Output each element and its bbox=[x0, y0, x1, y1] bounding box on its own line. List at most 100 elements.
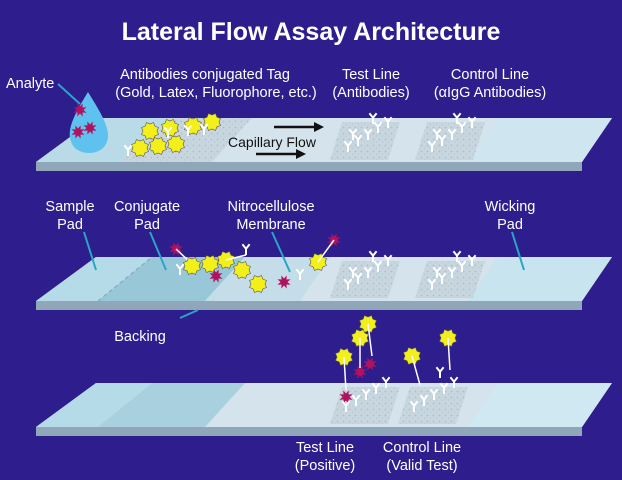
antibody-icon bbox=[363, 128, 373, 140]
strip-1 bbox=[36, 118, 612, 171]
test-line-label-line1: Test Line bbox=[342, 67, 400, 83]
strip-2-test-line bbox=[330, 261, 400, 298]
strip-3-edge bbox=[36, 427, 582, 436]
antibody-icon bbox=[241, 243, 251, 255]
analyte-label: Analyte bbox=[6, 76, 54, 92]
analyte-icon bbox=[353, 365, 367, 379]
antibody-icon bbox=[371, 382, 381, 394]
antibody-icon bbox=[353, 272, 363, 284]
conjugate-pad-label-line1: Conjugate bbox=[114, 199, 180, 215]
gold-tag-icon bbox=[233, 261, 251, 279]
control-line-label-line2: (αIgG Antibodies) bbox=[434, 85, 546, 101]
strip-2-edge bbox=[36, 301, 582, 310]
control-line-label-line1: Control Line bbox=[451, 67, 529, 83]
antibody-icon bbox=[363, 266, 373, 278]
analyte-icon bbox=[339, 390, 353, 404]
antibody-icon bbox=[163, 126, 173, 138]
pointer-lines bbox=[57, 83, 525, 319]
strip-1-edge bbox=[36, 162, 582, 171]
antibody-icon bbox=[381, 376, 391, 388]
antibody-icon bbox=[343, 140, 353, 152]
membrane-pointer bbox=[271, 231, 291, 273]
antibody-icon bbox=[452, 112, 462, 124]
antibody-icon bbox=[409, 400, 419, 412]
antibody-icon bbox=[429, 388, 439, 400]
antibody-icon bbox=[427, 278, 437, 290]
analyte-icon bbox=[71, 125, 85, 139]
gold-tag-icon bbox=[183, 257, 201, 275]
wicking-pad-label-line2: Pad bbox=[497, 217, 523, 233]
analyte-icon bbox=[209, 269, 223, 283]
antibody-icon bbox=[373, 121, 383, 133]
strip-1-wicking-pad bbox=[468, 118, 612, 162]
backing-pointer bbox=[179, 309, 199, 319]
antibody-icon bbox=[175, 263, 185, 275]
strip-3-wicking-pad bbox=[468, 383, 612, 427]
strip-1-test-line bbox=[330, 122, 400, 160]
antibody-icon bbox=[183, 124, 193, 136]
gold-tag-icon bbox=[249, 275, 267, 293]
strip-2-divider bbox=[97, 256, 153, 302]
molecule-marks bbox=[71, 103, 477, 412]
positive-label-line2: (Positive) bbox=[295, 458, 355, 474]
strip-2-sample-pad bbox=[36, 257, 152, 301]
antibody-icon bbox=[341, 400, 351, 412]
wicking-pad-pointer bbox=[511, 231, 525, 271]
sample-pad-label-line1: Sample bbox=[45, 199, 94, 215]
antibody-icon bbox=[295, 268, 305, 280]
backing-label: Backing bbox=[114, 329, 166, 345]
antibody-icon bbox=[457, 121, 467, 133]
test-line-label-line2: (Antibodies) bbox=[332, 85, 409, 101]
analyte-icon bbox=[277, 275, 291, 289]
conjugate-link bbox=[225, 254, 247, 261]
flow-arrow-upper-head bbox=[314, 122, 324, 132]
strip-3-conjugate-pad bbox=[98, 383, 245, 427]
antibody-icon bbox=[437, 134, 447, 146]
valid-label-line1: Control Line bbox=[383, 440, 461, 456]
analyte-icon bbox=[73, 103, 87, 117]
capillary-flow-arrows bbox=[256, 122, 324, 159]
strip-1-control-line bbox=[415, 122, 485, 160]
antibody-icon bbox=[353, 134, 363, 146]
antibody-icon bbox=[449, 376, 459, 388]
antibody-icon bbox=[467, 254, 477, 266]
membrane-label-line1: Nitrocellulose bbox=[227, 199, 314, 215]
analyte-icon bbox=[363, 357, 377, 371]
antibody-icon bbox=[432, 266, 442, 278]
antibody-icon bbox=[199, 123, 209, 135]
antibody-icon bbox=[348, 128, 358, 140]
wicking-pad-label-line1: Wicking bbox=[485, 199, 536, 215]
antibody-icon bbox=[368, 250, 378, 262]
conjugate-pad-pointer bbox=[149, 231, 167, 271]
antibody-icon bbox=[361, 388, 371, 400]
gold-tag-icon bbox=[131, 139, 149, 157]
strip-3 bbox=[36, 383, 612, 436]
analyte-icon bbox=[83, 121, 97, 135]
sample-pad-label-line2: Pad bbox=[57, 217, 83, 233]
antibody-icon bbox=[447, 128, 457, 140]
conjugate-pad-label-line2: Pad bbox=[134, 217, 160, 233]
antibody-icon bbox=[439, 382, 449, 394]
antibody-icon bbox=[348, 266, 358, 278]
gold-tag-icon bbox=[149, 137, 167, 155]
valid-label-line2: (Valid Test) bbox=[386, 458, 457, 474]
conjugate-link bbox=[343, 356, 347, 391]
gold-tag-icon bbox=[141, 122, 159, 140]
tag-label-line2: (Gold, Latex, Fluorophore, etc.) bbox=[115, 85, 317, 101]
strip-3-control-line bbox=[398, 387, 468, 424]
capillary-flow-label: Capillary Flow bbox=[228, 134, 317, 150]
antibody-icon bbox=[343, 278, 353, 290]
antibody-icon bbox=[373, 260, 383, 272]
positive-label-line1: Test Line bbox=[296, 440, 354, 456]
antibody-icon bbox=[427, 140, 437, 152]
sample-pad-pointer bbox=[83, 231, 97, 271]
antibody-icon bbox=[383, 254, 393, 266]
strip-2-control-line bbox=[415, 261, 485, 298]
antibody-icon bbox=[452, 250, 462, 262]
gold-tag-icon bbox=[167, 135, 185, 153]
conjugate-link bbox=[367, 323, 373, 357]
strip-2-wicking-pad bbox=[468, 257, 612, 301]
antibody-icon bbox=[351, 394, 361, 406]
